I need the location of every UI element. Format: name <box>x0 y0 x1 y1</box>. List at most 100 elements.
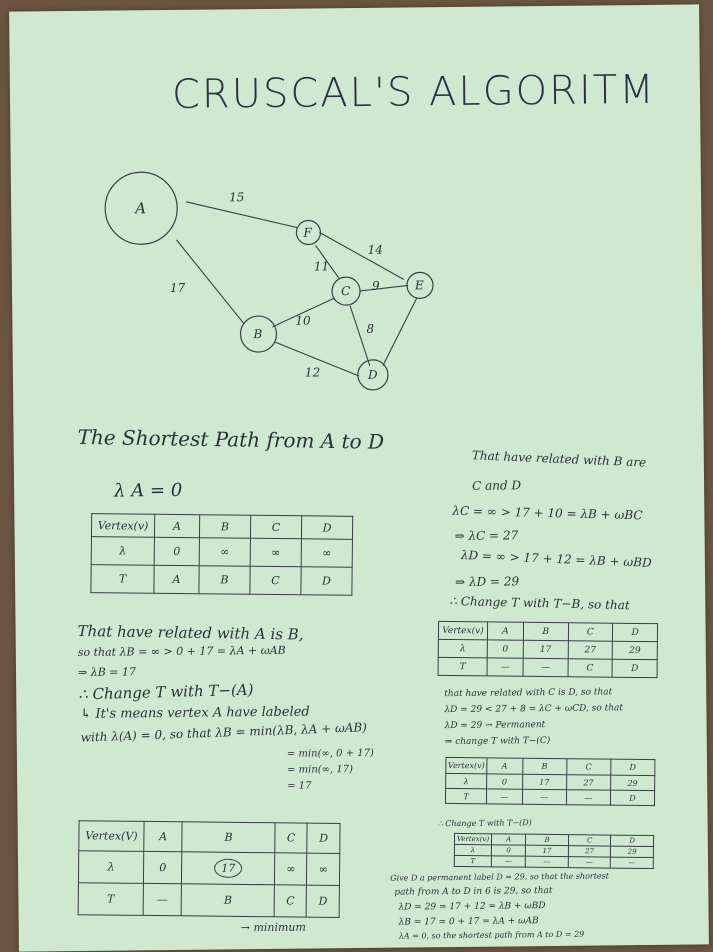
table4-cell: T <box>445 788 487 804</box>
work-line: = 17 <box>287 780 312 792</box>
table3-cell: — <box>522 658 568 677</box>
table4-header-cell: A <box>486 757 523 775</box>
table1-cell: ∞ <box>250 538 302 567</box>
work-line: λC = ∞ > 17 + 10 = λB + ωBC <box>452 503 643 523</box>
work-line: λD = 29 → Permanent <box>444 720 546 732</box>
table1-header-cell: Vertex(v) <box>91 513 155 538</box>
graph-diagram: A F C E B D 15 17 11 14 9 10 8 12 <box>104 171 434 391</box>
table1-header-cell: C <box>250 515 302 539</box>
table1-cell: B <box>198 565 251 595</box>
conclusion-line: λB = 17 = 0 + 17 = λA + ωAB <box>398 916 539 928</box>
table5-cell: — <box>568 856 611 869</box>
node-d <box>357 359 389 391</box>
table2-header-cell: D <box>307 823 341 854</box>
table4-cell: 27 <box>566 774 611 791</box>
table2-header-cell: B <box>182 821 276 853</box>
table3-cell: λ <box>438 639 488 658</box>
node-a <box>104 171 178 245</box>
table4-cell: — <box>566 789 611 806</box>
work-line: ⇒ λB = 17 <box>77 665 137 679</box>
node-label-e: E <box>414 278 424 292</box>
table4-cell: — <box>486 788 523 805</box>
work-line: = min(∞, 17) <box>286 764 354 776</box>
edge-b-d <box>274 341 360 377</box>
table5-cell: 29 <box>610 846 654 858</box>
table1-cell: 0 <box>154 537 200 566</box>
change-t-d: ∴ Change T with T−(D) <box>437 818 532 829</box>
table2-cell: λ <box>78 850 144 884</box>
node-label-a: A <box>133 199 146 217</box>
table4-cell: D <box>610 790 655 806</box>
section-heading: The Shortest Path from A to D <box>77 424 385 454</box>
work-line: = min(∞, 0 + 17) <box>286 747 374 760</box>
table5-header-cell: D <box>610 835 654 847</box>
conclusion-line: Give D a permanent label D = 29, so that… <box>390 871 610 883</box>
table1-cell: C <box>249 566 302 595</box>
work-line: ∴ Change T with T−(A) <box>78 680 254 704</box>
node-label-f: F <box>302 225 312 239</box>
weight-a-b: 17 <box>170 281 186 295</box>
weight-a-f: 15 <box>229 190 244 204</box>
work-line: λD = ∞ > 17 + 12 = λB + ωBD <box>460 547 652 570</box>
minimum-circle: 17 <box>214 858 243 878</box>
edge-b-c <box>272 297 335 328</box>
table5-cell: — <box>610 857 654 869</box>
table1-header-cell: D <box>301 515 353 540</box>
table3-cell: D <box>612 659 658 678</box>
table1-cell: ∞ <box>301 538 353 568</box>
table3-header-cell: D <box>612 623 658 642</box>
table5-cell: 17 <box>525 845 569 857</box>
table4-header-cell: C <box>566 758 611 776</box>
table5-header-cell: A <box>491 833 526 846</box>
table-step-3: Vertex(v) A B C D λ 0 17 27 29 T — — C D <box>438 621 659 678</box>
table2-cell: 0 <box>143 851 183 884</box>
table4-header-cell: Vertex(v) <box>445 757 487 774</box>
table4-cell: 17 <box>522 774 567 790</box>
edge-e-d <box>382 297 418 366</box>
paper-sheet: CRUSCAL'S ALGORITM A F C E B D 15 17 11 … <box>9 4 709 952</box>
node-f <box>295 219 322 246</box>
work-line: ⇒ λD = 29 <box>455 574 520 589</box>
table-step-1: Vertex(v) A B C D λ 0 ∞ ∞ ∞ T A B C D <box>90 513 353 596</box>
node-label-b: B <box>252 327 262 341</box>
table3-cell: — <box>487 657 524 677</box>
work-line: ⇒ change T with T−(C) <box>444 736 551 748</box>
work-line: ∴ Change T with T−B, so that <box>449 593 630 613</box>
table1-header-cell: B <box>199 514 251 539</box>
work-line: ↳ It's means vertex A have labeled <box>80 704 310 722</box>
table2-cell: — <box>143 883 182 916</box>
table2-cell: C <box>274 884 307 918</box>
table1-cell: A <box>153 565 200 594</box>
table4-header-cell: B <box>522 758 567 775</box>
work-line: with λ(A) = 0, so that λB = min(λB, λA +… <box>80 720 368 745</box>
lambda-a-initial: λ A = 0 <box>114 479 183 502</box>
table3-header-cell: B <box>523 622 569 641</box>
work-line: that have related with C is D, so that <box>444 687 613 700</box>
edge-f-e <box>319 231 405 280</box>
table1-cell: T <box>90 564 155 594</box>
table2-cell: ∞ <box>274 852 308 886</box>
table-step-4: Vertex(v) A B C D λ 0 17 27 29 T — — — D <box>445 757 655 806</box>
conclusion-line: path from A to D in 6 is 29, so that <box>394 885 553 898</box>
work-line: so that λB = ∞ > 0 + 17 = λA + ωAB <box>77 643 286 659</box>
table3-cell: 29 <box>612 641 658 660</box>
table-step-2: Vertex(V) A B C D λ 0 17 ∞ ∞ T — B C D <box>78 820 341 918</box>
table1-cell: D <box>300 566 353 596</box>
table3-cell: C <box>567 658 613 678</box>
table4-header-cell: D <box>610 759 655 776</box>
work-line: That have related with B are <box>471 448 647 470</box>
table1-cell: ∞ <box>199 537 251 567</box>
table3-header-cell: A <box>487 621 524 641</box>
table5-cell: λ <box>454 844 492 856</box>
table5-cell: — <box>491 855 526 868</box>
edge-c-d <box>349 305 371 367</box>
table1-cell: λ <box>91 536 155 566</box>
weight-c-d: 8 <box>366 322 374 336</box>
weight-f-e: 14 <box>368 243 383 257</box>
table3-cell: 27 <box>567 640 613 660</box>
work-line: ⇒ λC = 27 <box>454 528 519 544</box>
edge-c-e <box>359 284 409 292</box>
table5-header-cell: C <box>568 834 611 847</box>
table3-header-cell: C <box>567 622 613 642</box>
conclusion-line: λD = 29 = 17 + 12 = λB + ωBD <box>398 901 546 913</box>
